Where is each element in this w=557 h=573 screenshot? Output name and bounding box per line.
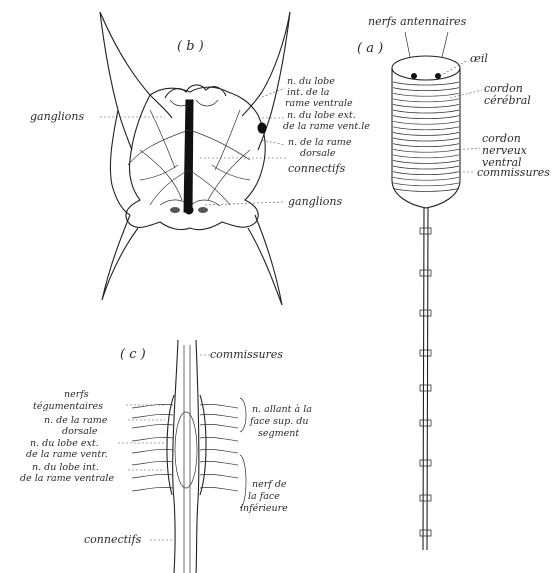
body-ring — [393, 127, 459, 130]
cord-ganglion — [420, 270, 431, 276]
label-cordon-cerebral-2: cérébral — [484, 94, 531, 107]
body-ring — [393, 99, 459, 102]
label-b-n-rame-dors-2: dorsale — [300, 148, 336, 159]
label-c-face-inf-2: la face — [248, 491, 280, 502]
cord-ganglion — [420, 460, 431, 466]
panel-c-leaders — [118, 355, 246, 540]
label-c-n-rame-dors-2: dorsale — [62, 426, 98, 437]
body-ring — [393, 110, 459, 113]
segmental-nerve-right — [200, 414, 238, 418]
panel-b-letter: ( b ) — [177, 39, 204, 54]
label-b-connectifs: connectifs — [288, 162, 346, 175]
label-c-allant-3: segment — [258, 428, 299, 439]
label-oeil: œil — [470, 52, 488, 65]
label-b-n-lobe-int-2: int. de la — [287, 87, 330, 98]
label-b-n-lobe-int-1: n. du lobe — [287, 76, 335, 87]
panel-a-letter: ( a ) — [357, 41, 383, 56]
body-ring — [393, 132, 459, 135]
label-b-n-lobe-ext-1: n. du lobe ext. — [287, 110, 356, 121]
segmental-nerve-left — [132, 487, 173, 491]
segmental-nerve-left — [132, 424, 173, 428]
label-c-n-lobe-ext-2: de la rame ventr. — [26, 449, 108, 460]
segmental-nerve-left — [132, 414, 173, 418]
label-c-face-inf-1: nerf de — [252, 479, 287, 490]
panel-c-drawing — [132, 340, 238, 573]
segmental-nerve-left — [132, 474, 173, 478]
body-ring — [393, 160, 459, 163]
cord-ganglion — [420, 420, 431, 426]
segmental-nerve-right — [200, 404, 238, 408]
label-c-allant-1: n. allant à la — [252, 404, 312, 415]
panel-a-drawing — [392, 32, 460, 550]
body-ring — [393, 93, 459, 96]
panel-c-letter: ( c ) — [120, 347, 146, 362]
body-ring — [393, 172, 459, 175]
cord-ganglion — [420, 350, 431, 356]
label-c-allant-2: face sup. du — [249, 416, 308, 427]
label-c-nerfs-teg-1: nerfs — [64, 389, 89, 400]
cord-ganglion — [420, 228, 431, 234]
body-ring — [393, 177, 459, 180]
body-ring — [393, 82, 459, 85]
label-ganglions-left: ganglions — [30, 110, 84, 123]
label-b-n-lobe-ext-2: de la rame vent.le — [283, 121, 370, 132]
label-c-n-rame-dors-1: n. de la rame — [44, 415, 108, 426]
label-c-connectifs: connectifs — [84, 533, 142, 546]
body-ring — [393, 188, 459, 191]
label-c-n-lobe-int-1: n. du lobe int. — [32, 462, 99, 473]
body-ring — [393, 155, 459, 158]
label-commissures-a: commissures — [477, 166, 550, 179]
segmental-nerve-right — [200, 487, 238, 491]
cord-ganglion — [420, 310, 431, 316]
body-ring — [393, 144, 459, 147]
body-ring — [393, 138, 459, 141]
body-ring — [393, 166, 459, 169]
body-ring — [393, 121, 459, 124]
cord-ganglion — [420, 495, 431, 501]
body-ring — [393, 116, 459, 119]
label-commissures-c: commissures — [210, 348, 283, 361]
panel-a-leaders — [440, 60, 482, 172]
label-b-n-lobe-int-3: rame ventrale — [285, 98, 353, 109]
label-nerfs-antennaires: nerfs antennaires — [368, 15, 467, 28]
panel-b-drawing — [100, 12, 290, 305]
body-ring — [393, 104, 459, 107]
label-ganglions-bottom: ganglions — [288, 195, 342, 208]
segmental-nerve-right — [200, 474, 238, 478]
label-c-nerfs-teg-2: tégumentaires — [33, 401, 103, 412]
cord-ganglion — [420, 385, 431, 391]
body-ring — [393, 149, 459, 152]
label-c-face-inf-3: inférieure — [240, 503, 288, 514]
label-c-n-lobe-ext-1: n. du lobe ext. — [30, 438, 99, 449]
body-ring — [393, 183, 459, 186]
cord-ganglion — [420, 530, 431, 536]
body-ring — [393, 88, 459, 91]
label-c-n-lobe-int-2: de la rame ventrale — [20, 473, 114, 484]
label-b-n-rame-dors-1: n. de la rame — [288, 137, 352, 148]
